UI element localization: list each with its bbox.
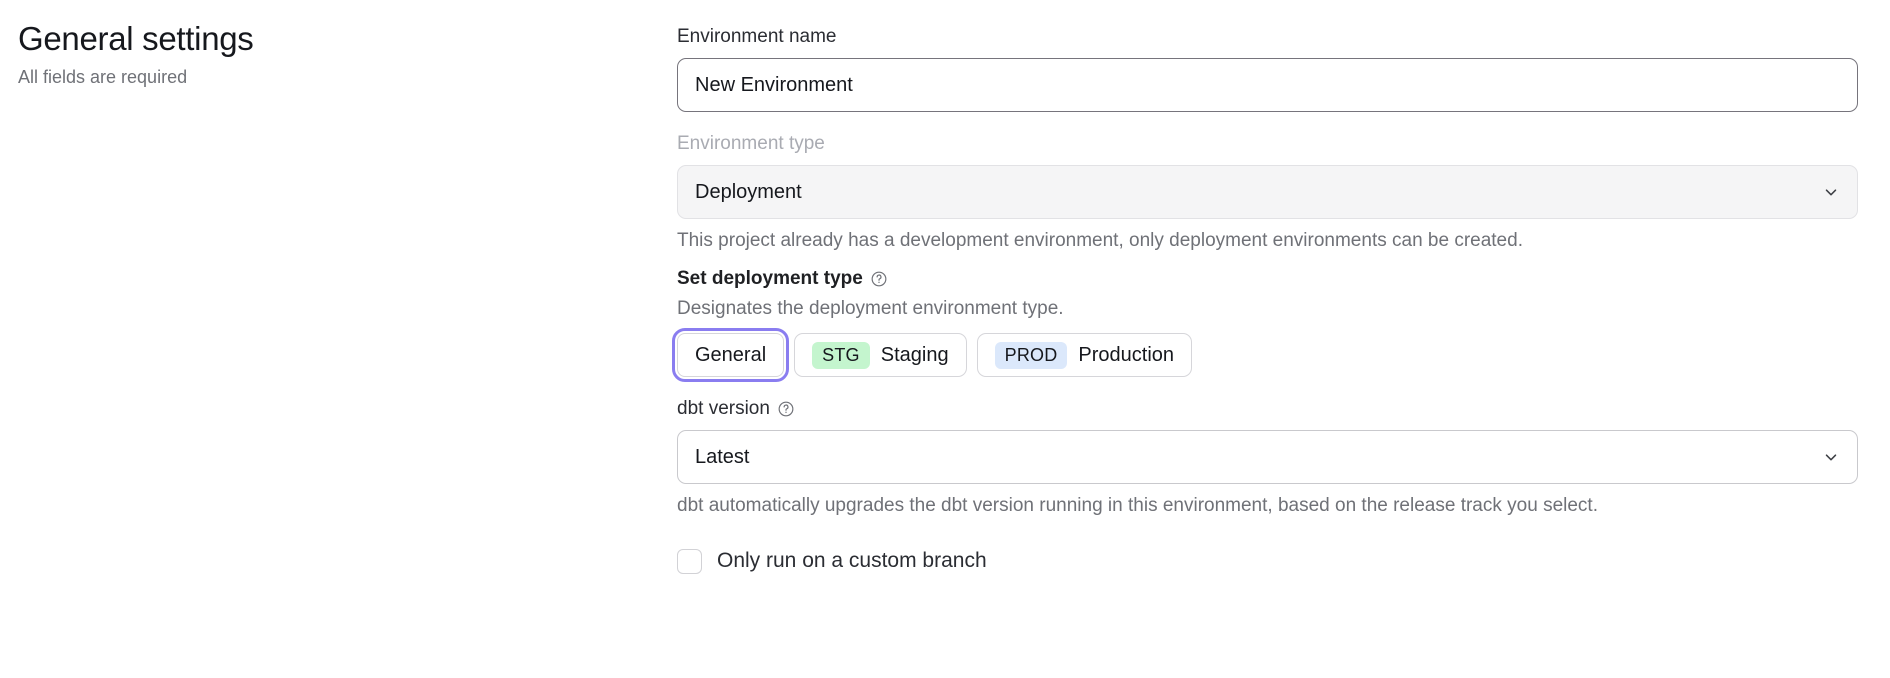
- deployment-type-label: Set deployment type: [677, 266, 1858, 291]
- environment-name-input[interactable]: New Environment: [677, 58, 1858, 112]
- deployment-type-option-staging[interactable]: STG Staging: [794, 333, 967, 377]
- environment-name-label-text: Environment name: [677, 26, 837, 47]
- environment-type-select[interactable]: Deployment: [677, 165, 1858, 219]
- page-subtitle: All fields are required: [18, 67, 188, 87]
- deployment-type-description: Designates the deployment environment ty…: [677, 298, 1064, 319]
- deployment-type-label-text: Set deployment type: [677, 268, 863, 289]
- dbt-version-label-text: dbt version: [677, 398, 770, 419]
- help-circle-icon[interactable]: [870, 270, 888, 288]
- environment-type-value: Deployment: [695, 180, 802, 203]
- dbt-version-label: dbt version: [677, 396, 1858, 421]
- dbt-version-select[interactable]: Latest: [677, 430, 1858, 484]
- settings-header-column: General settings All fields are required: [0, 0, 677, 89]
- custom-branch-label: Only run on a custom branch: [717, 549, 987, 572]
- deployment-type-option-staging-label: Staging: [880, 343, 949, 366]
- settings-form-column: Environment name New Environment Environ…: [671, 0, 1890, 574]
- spacer: [677, 112, 1858, 131]
- chevron-down-icon: [1822, 448, 1840, 466]
- deployment-type-option-production-label: Production: [1078, 343, 1175, 366]
- deployment-type-option-general-label: General: [695, 343, 767, 366]
- spacer: [677, 253, 1858, 266]
- custom-branch-checkbox[interactable]: [677, 548, 702, 574]
- environment-type-label-text: Environment type: [677, 133, 825, 154]
- spacer: [677, 377, 1858, 396]
- deployment-type-field-group: Set deployment type Designates the deplo…: [671, 266, 1858, 382]
- environment-name-label: Environment name: [677, 24, 1858, 49]
- environment-name-field-group: Environment name New Environment: [677, 24, 1858, 112]
- staging-badge: STG: [812, 341, 870, 369]
- dbt-version-field-group: dbt version Latest dbt automatica: [677, 396, 1858, 518]
- help-circle-icon[interactable]: [777, 400, 795, 418]
- environment-type-helper-text: This project already has a development e…: [677, 230, 1523, 251]
- deployment-type-option-group: General STG Staging PROD Production: [671, 328, 1858, 382]
- custom-branch-row[interactable]: Only run on a custom branch: [677, 548, 1858, 574]
- dbt-version-value: Latest: [695, 445, 750, 468]
- chevron-down-icon: [1822, 183, 1840, 201]
- production-badge: PROD: [994, 341, 1068, 369]
- dbt-version-helper-text: dbt automatically upgrades the dbt versi…: [677, 495, 1598, 516]
- deployment-type-option-production[interactable]: PROD Production: [976, 333, 1193, 377]
- page-title: General settings: [18, 20, 254, 57]
- environment-type-field-group: Environment type Deployment This project…: [677, 131, 1858, 253]
- deployment-type-option-general[interactable]: General: [671, 328, 790, 382]
- environment-type-label: Environment type: [677, 131, 1858, 156]
